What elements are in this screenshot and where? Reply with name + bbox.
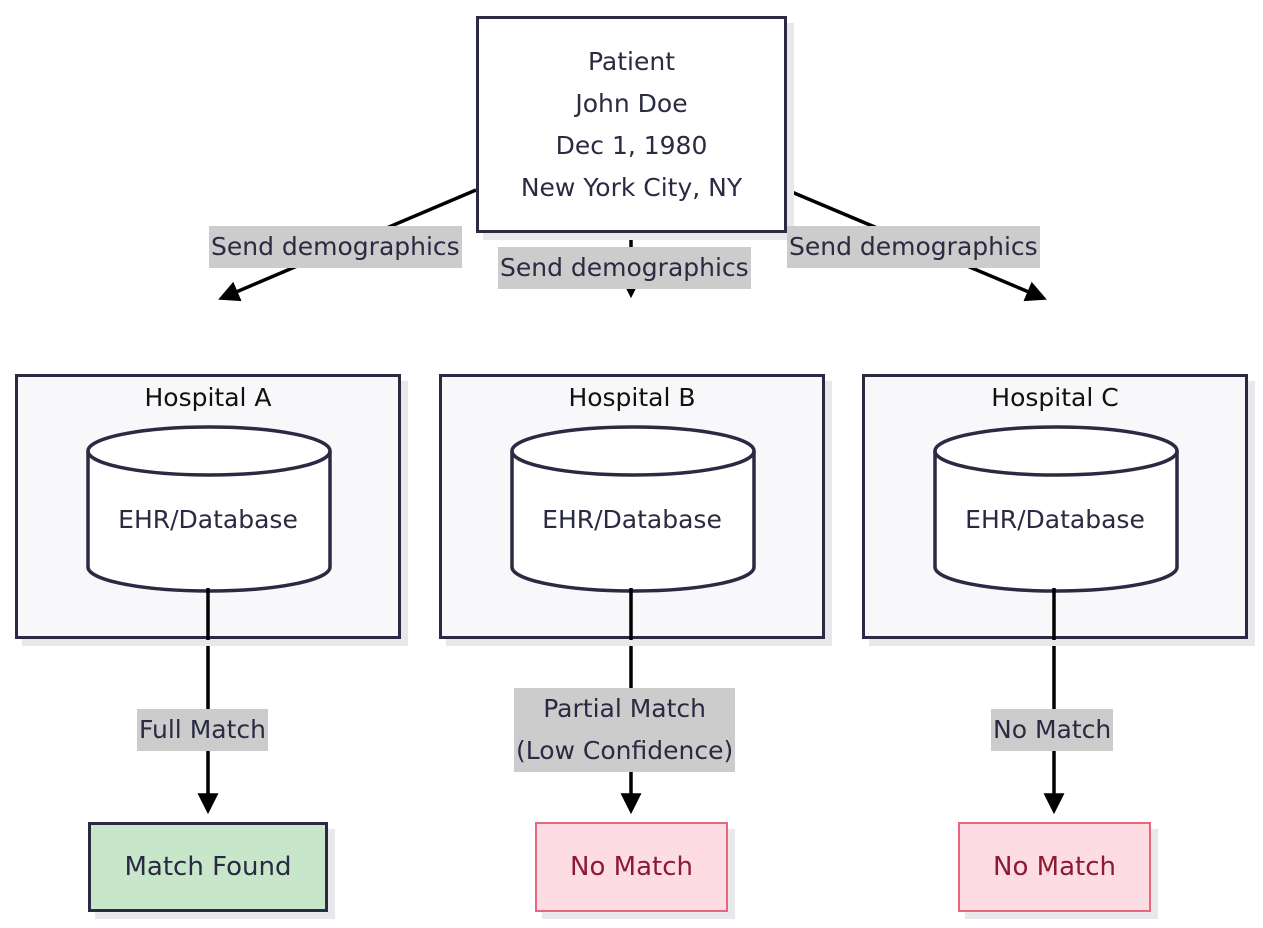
hospital-a-title: Hospital A [144,383,272,412]
result-no-match-c: No Match [958,822,1151,912]
result-c-label: No Match [993,852,1116,882]
edge-label-send-b: Send demographics [498,247,751,289]
hospital-a-group: Hospital A EHR/Database [15,374,401,639]
hospital-b-title: Hospital B [568,383,696,412]
edge-label-send-a: Send demographics [209,226,462,268]
result-match-found: Match Found [88,822,328,912]
patient-name: John Doe [575,88,688,118]
hospital-c-group: Hospital C EHR/Database [862,374,1248,639]
hospital-c-title: Hospital C [991,383,1119,412]
hospital-c-db-label: EHR/Database [965,505,1145,534]
database-icon [933,425,1179,593]
result-no-match-b: No Match [535,822,728,912]
edge-label-no-match: No Match [991,709,1114,751]
patient-node: Patient John Doe Dec 1, 1980 New York Ci… [476,16,787,233]
edge-label-full-match: Full Match [137,709,268,751]
database-icon [86,425,332,593]
result-b-label: No Match [570,852,693,882]
edge-label-send-c: Send demographics [787,226,1040,268]
edge-label-partial-match: Partial Match (Low Confidence) [514,688,736,772]
hospital-a-db-label: EHR/Database [118,505,298,534]
edge-label-partial-line2: (Low Confidence) [516,736,734,765]
patient-heading: Patient [587,46,676,76]
hospital-b-db-label: EHR/Database [542,505,722,534]
database-icon [510,425,756,593]
patient-location: New York City, NY [520,172,743,202]
hospital-b-group: Hospital B EHR/Database [439,374,825,639]
result-a-label: Match Found [124,852,292,882]
patient-dob: Dec 1, 1980 [555,130,708,160]
edge-label-partial-line1: Partial Match [543,694,707,723]
